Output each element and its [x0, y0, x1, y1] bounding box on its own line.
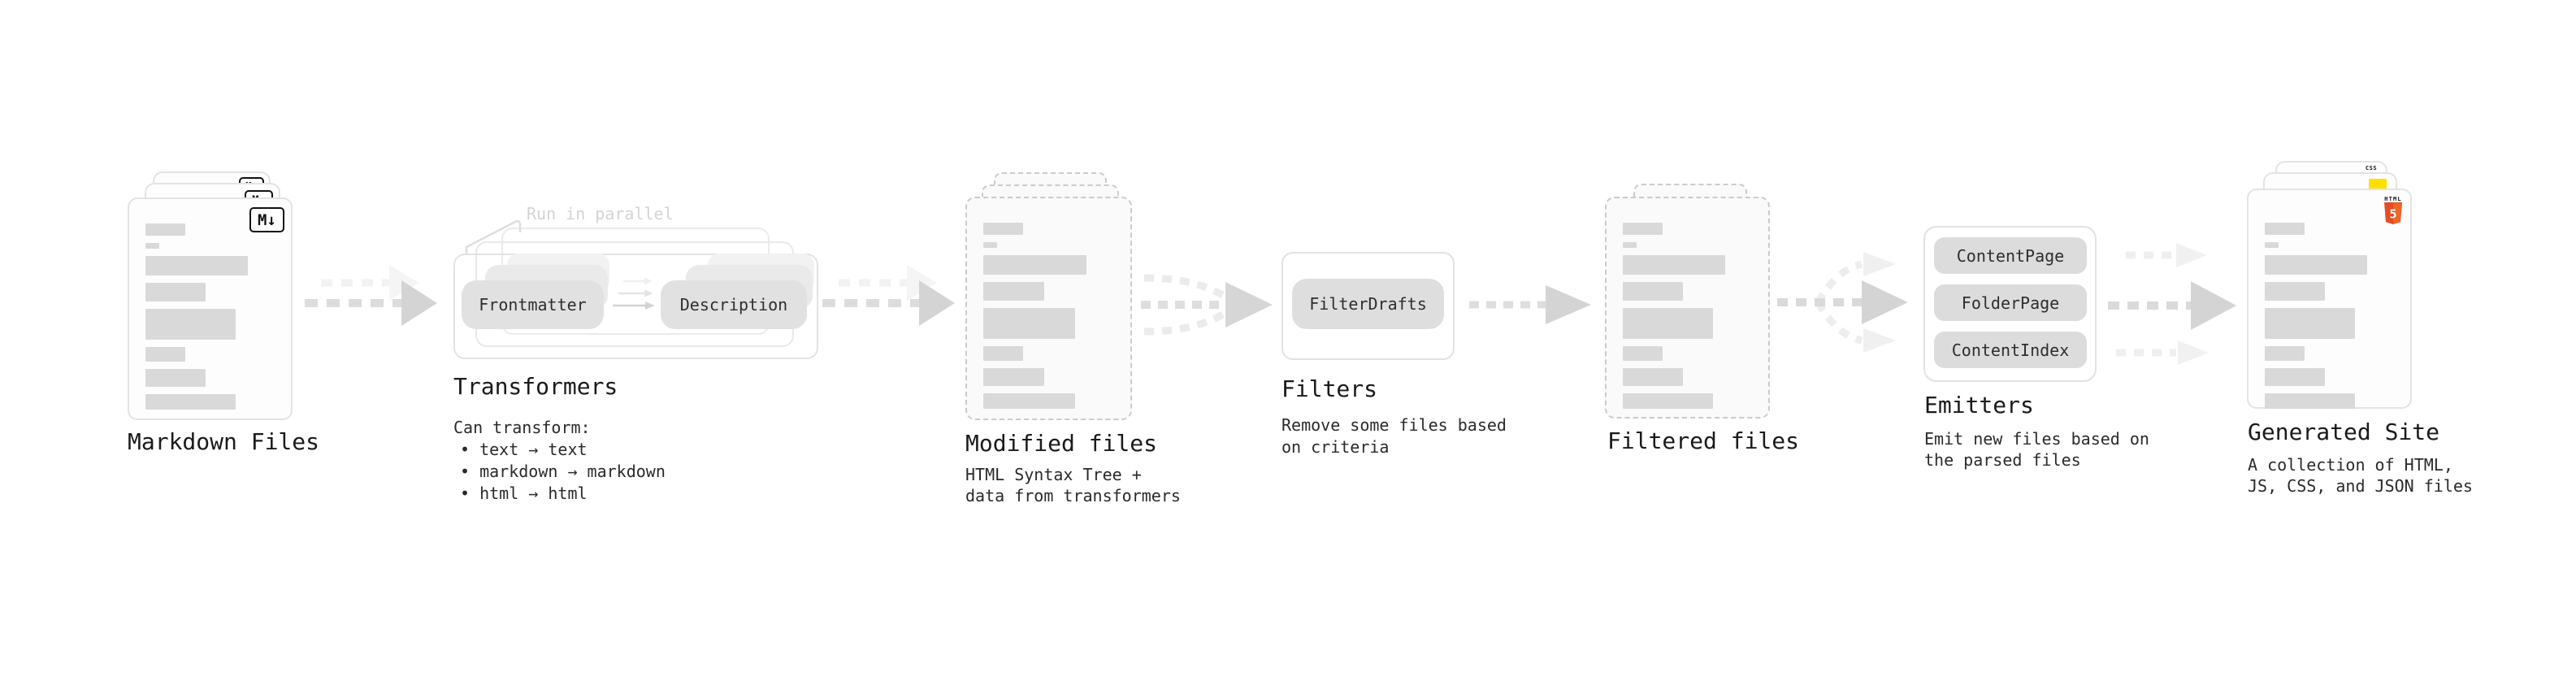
transformers-node: Frontmatter Description Run in parallel [453, 200, 827, 362]
flow-arrow-markdown-to-transformers [305, 265, 437, 326]
modified-file-card-front [965, 197, 1132, 420]
transformers-label: Transformers [453, 373, 618, 400]
transformers-body-title: Can transform: [453, 418, 591, 437]
contentindex-pill: ContentIndex [1934, 332, 2087, 368]
filtered-file-card-front [1605, 197, 1770, 419]
html-file-card: HTML 5 [2247, 189, 2412, 409]
modified-files-subtitle: data from transformers [965, 486, 1181, 505]
run-in-parallel-leader-line [465, 219, 522, 255]
generated-site-node: CSS HTML 5 [2247, 159, 2418, 419]
flow-arrow-modified-to-filters [1141, 274, 1273, 336]
modified-files-node [965, 169, 1136, 429]
filterdrafts-pill: FilterDrafts [1292, 279, 1444, 329]
markdown-files-node: M↓ M↓ M↓ [128, 162, 298, 422]
svg-text:5: 5 [2389, 207, 2396, 222]
description-pill: Description [661, 280, 807, 329]
transform-arrows-icon [613, 277, 655, 310]
transformer-bullet: • markdown → markdown [460, 462, 666, 481]
filters-subtitle: on criteria [1281, 437, 1390, 457]
transformer-bullet: • html → html [460, 484, 588, 503]
markdown-file-card-front: M↓ [128, 197, 293, 420]
filters-label: Filters [1281, 375, 1378, 402]
markdown-icon: M↓ [249, 207, 284, 232]
filtered-files-node [1605, 184, 1776, 427]
generated-site-subtitle: A collection of HTML, [2248, 455, 2453, 475]
flow-arrow-filtered-to-emitters [1777, 252, 1908, 353]
folderpage-pill: FolderPage [1934, 284, 2087, 321]
modified-files-subtitle: HTML Syntax Tree + [965, 465, 1142, 484]
doc-placeholder-lines [145, 223, 273, 410]
emitters-subtitle: Emit new files based on [1924, 429, 2149, 449]
emitters-label: Emitters [1924, 392, 2034, 419]
flow-arrow-emitters-to-site [2108, 243, 2236, 365]
flow-arrow-filters-to-filtered [1469, 285, 1591, 324]
emitters-subtitle: the parsed files [1924, 450, 2081, 470]
filters-subtitle: Remove some files based [1281, 415, 1507, 435]
filtered-files-label: Filtered files [1607, 427, 1800, 454]
doc-placeholder-lines [2265, 223, 2392, 409]
generated-site-subtitle: JS, CSS, and JSON files [2248, 476, 2473, 496]
modified-files-label: Modified files [965, 430, 1158, 457]
transformer-card-front [453, 254, 818, 359]
html5-icon: HTML 5 [2383, 196, 2404, 228]
doc-placeholder-lines [1623, 223, 1750, 409]
transformer-bullet: • text → text [460, 440, 588, 459]
frontmatter-pill: Frontmatter [462, 280, 604, 329]
doc-placeholder-lines [983, 223, 1112, 409]
run-in-parallel-label: Run in parallel [527, 204, 674, 223]
emitters-node: ContentPage FolderPage ContentIndex [1923, 226, 2102, 388]
js-icon [2369, 179, 2387, 189]
generated-site-label: Generated Site [2248, 419, 2440, 445]
flow-arrow-transformers-to-modified [822, 265, 955, 326]
filters-node: FilterDrafts [1281, 252, 1460, 366]
contentpage-pill: ContentPage [1934, 237, 2087, 274]
markdown-files-label: Markdown Files [128, 428, 320, 455]
